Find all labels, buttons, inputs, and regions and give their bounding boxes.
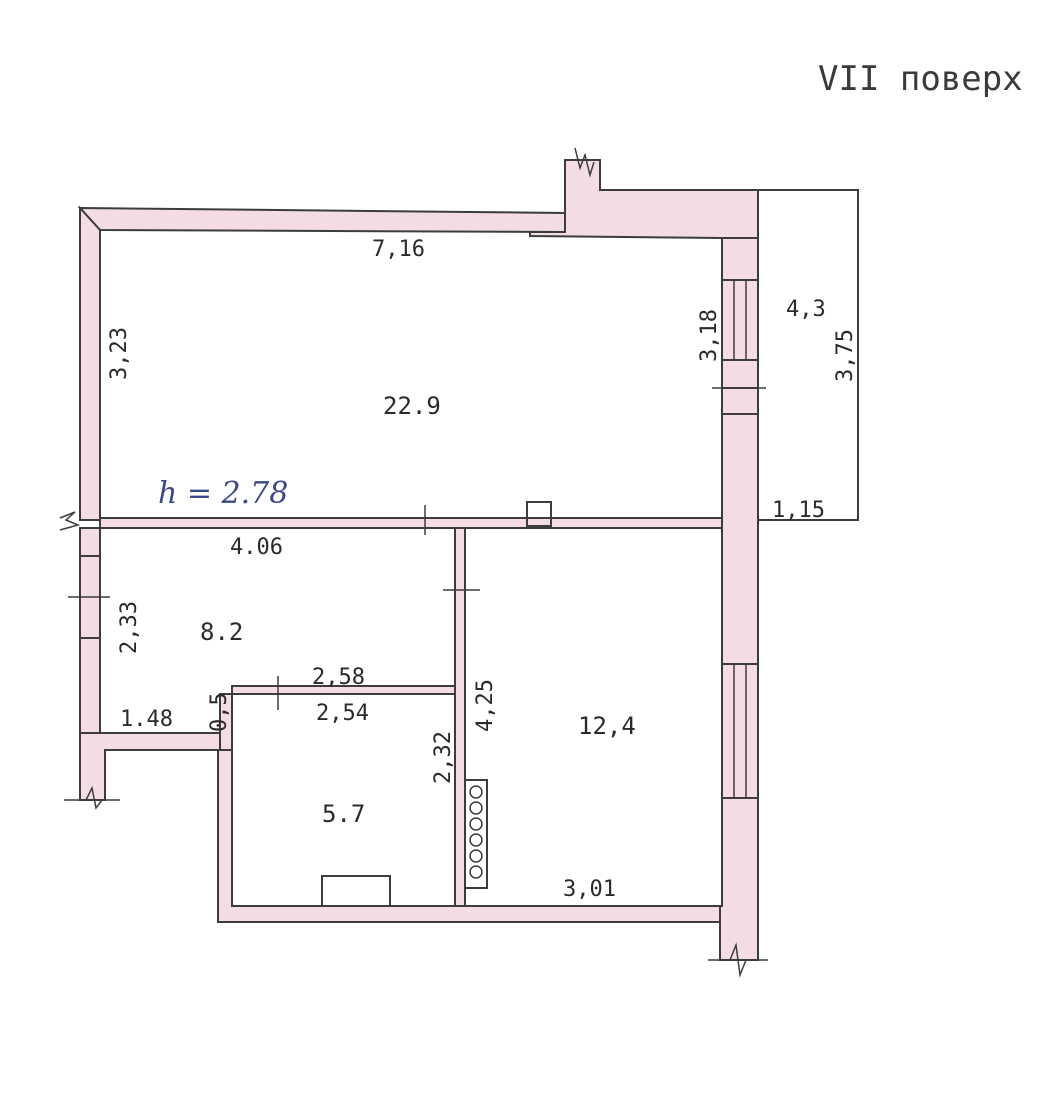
room2-height-label: 2,33	[117, 601, 142, 654]
living-height-label: 3,23	[107, 327, 132, 380]
room2-step-label: 0,5	[207, 692, 232, 732]
living-width-label: 7,16	[372, 237, 425, 262]
living-right-height-label: 3,18	[697, 309, 722, 362]
break-marks	[59, 147, 768, 978]
room2-bottom-label: 1.48	[120, 707, 173, 732]
ceiling-height-note: h = 2.78	[158, 476, 288, 511]
room2-width-label: 4.06	[230, 535, 283, 560]
door-marks	[277, 501, 552, 710]
balcony-width-label: 1,15	[772, 498, 825, 523]
balcony-height-label: 3,75	[833, 329, 858, 382]
bath-top-outer-label: 2,58	[312, 665, 365, 690]
stove-icon	[464, 779, 488, 889]
bath-area-label: 5.7	[322, 800, 365, 828]
bath-top-inner-label: 2,54	[316, 701, 369, 726]
outer-walls	[77, 159, 759, 961]
bathtub-icon	[321, 875, 391, 907]
balcony-length-label: 4,3	[786, 297, 826, 322]
floor-title: VII поверх	[818, 59, 1023, 99]
windows	[68, 279, 766, 799]
bath-height-label: 2,32	[431, 731, 456, 784]
living-area-label: 22.9	[383, 392, 441, 420]
room2-area-label: 8.2	[200, 618, 243, 646]
kitchen-height-label: 4,25	[473, 679, 498, 732]
kitchen-bottom-label: 3,01	[563, 877, 616, 902]
kitchen-area-label: 12,4	[578, 712, 636, 740]
